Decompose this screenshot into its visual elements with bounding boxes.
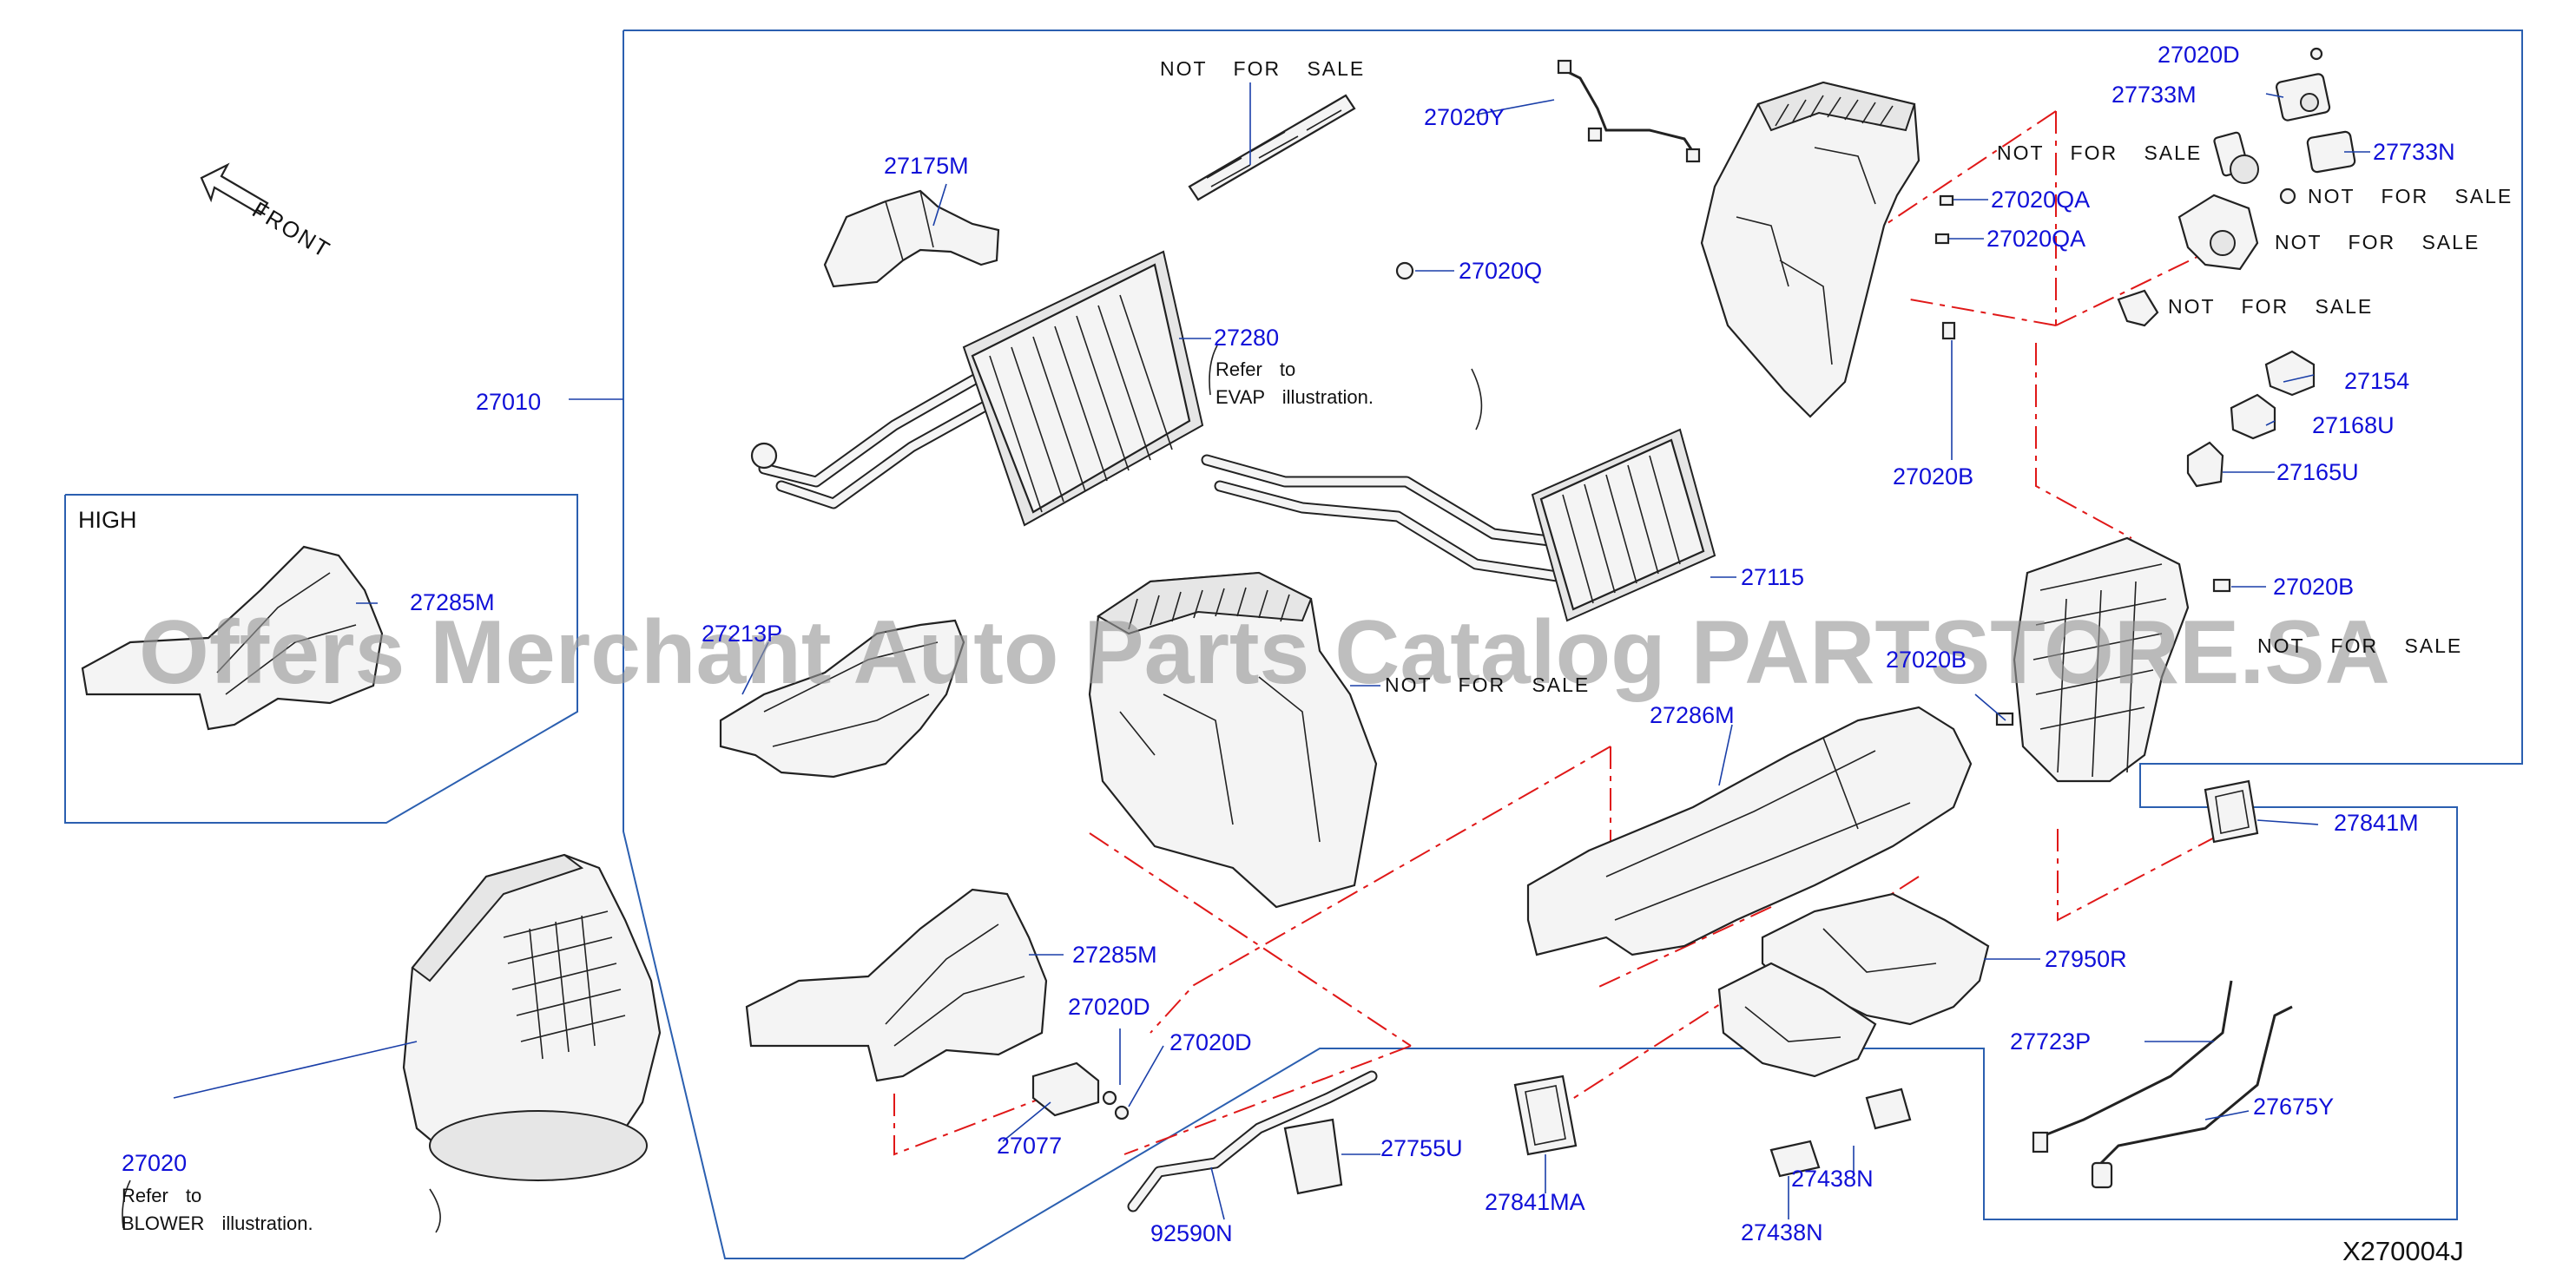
callout-27213p[interactable]: 27213P <box>702 621 783 647</box>
callout-27020qa-1[interactable]: 27020QA <box>1991 187 2091 213</box>
duct-27286m <box>1526 706 1973 956</box>
clip-27020b-2 <box>2212 578 2231 593</box>
evap-arc <box>1471 368 1483 430</box>
not-for-sale-label-clip: NOT FOR SALE <box>2308 185 2513 207</box>
link-not-for-sale-3 <box>2117 289 2159 327</box>
callout-27841m[interactable]: 27841M <box>2334 810 2419 836</box>
sensor-wire-27675y <box>2091 1005 2293 1189</box>
callout-27020d-2[interactable]: 27020D <box>1169 1029 1252 1055</box>
duct-27950r <box>1717 892 1990 1078</box>
grille-top <box>1188 94 1356 201</box>
clip-27020q <box>1395 261 1414 280</box>
clip-not-for-sale <box>2279 187 2296 205</box>
callout-27723p[interactable]: 27723P <box>2010 1028 2092 1055</box>
callout-27168u[interactable]: 27168U <box>2312 412 2395 438</box>
evap-note-bracket <box>1209 345 1218 396</box>
callout-27841ma[interactable]: 27841MA <box>1485 1189 1585 1215</box>
actuator-27733n <box>2306 130 2356 174</box>
sensor-wire-27723p <box>2032 980 2233 1153</box>
callout-27165u[interactable]: 27165U <box>2276 459 2359 485</box>
grille-27841m <box>2204 779 2259 844</box>
callout-27286m[interactable]: 27286M <box>1650 702 1735 728</box>
blower-unit-27020 <box>402 853 662 1182</box>
callout-27755u[interactable]: 27755U <box>1380 1135 1463 1161</box>
callout-27020d-1[interactable]: 27020D <box>1068 994 1150 1020</box>
blower-note-line-1: Refer to <box>122 1185 202 1206</box>
callout-27077[interactable]: 27077 <box>997 1133 1063 1159</box>
duct-27285m-high <box>81 545 384 731</box>
evap-note-line-2: EVAP illustration. <box>1216 385 1374 408</box>
link-not-for-sale-2 <box>2177 194 2259 271</box>
callout-27285m[interactable]: 27285M <box>1072 942 1157 968</box>
heater-core-27115 <box>1201 428 1716 622</box>
screw-27020d-top <box>2309 47 2323 61</box>
heater-unit-right <box>2013 536 2190 783</box>
callout-27175m[interactable]: 27175M <box>884 153 969 179</box>
front-arrow-icon <box>200 162 269 216</box>
clip-27438n-1 <box>1865 1088 1912 1130</box>
callout-27020qa-2[interactable]: 27020QA <box>1986 226 2086 252</box>
not-for-sale-label-grille: NOT FOR SALE <box>1160 57 1366 80</box>
actuator-27733m <box>2275 73 2331 122</box>
duct-27175m <box>823 189 1000 288</box>
high-inset-frame <box>64 494 578 824</box>
evap-note: Refer to EVAP illustration. <box>1216 356 1374 411</box>
callout-27733m[interactable]: 27733M <box>2112 82 2197 108</box>
callout-27020y[interactable]: 27020Y <box>1424 104 1505 130</box>
not-for-sale-label-link-small: NOT FOR SALE <box>2168 295 2374 318</box>
blower-note-bracket <box>122 1180 131 1229</box>
blower-arc <box>429 1188 441 1233</box>
screw-27020d-1 <box>1102 1090 1117 1106</box>
leader-lines <box>173 82 2370 1220</box>
clip-27020qa-2 <box>1934 233 1950 245</box>
not-for-sale-label-right: NOT FOR SALE <box>2257 634 2463 657</box>
callout-27154[interactable]: 27154 <box>2344 368 2410 394</box>
callout-27115[interactable]: 27115 <box>1741 564 1805 590</box>
blower-note-line-2: BLOWER illustration. <box>122 1212 313 1234</box>
duct-27285m <box>745 888 1048 1082</box>
blower-note: Refer to BLOWER illustration. <box>122 1182 313 1238</box>
diagram-code: X270004J <box>2342 1236 2464 1266</box>
motor-27168u <box>2230 393 2276 440</box>
not-for-sale-label-center: NOT FOR SALE <box>1385 674 1591 696</box>
not-for-sale-label-lever: NOT FOR SALE <box>1997 141 2203 164</box>
callout-27675y[interactable]: 27675Y <box>2253 1094 2335 1120</box>
callout-27285m-high[interactable]: 27285M <box>410 589 495 615</box>
callout-27020b-2[interactable]: 27020B <box>2273 574 2355 600</box>
callout-92590n[interactable]: 92590N <box>1150 1220 1233 1246</box>
motor-27165u <box>2186 441 2224 488</box>
screw-27020d-2 <box>1114 1105 1130 1120</box>
callout-27950r[interactable]: 27950R <box>2045 946 2127 972</box>
clip-27020qa-1 <box>1939 194 1954 207</box>
callout-27020b-1[interactable]: 27020B <box>1893 463 1974 490</box>
evap-note-line-1: Refer to <box>1216 358 1296 380</box>
callout-27020b-3[interactable]: 27020B <box>1886 647 1967 673</box>
module-27077 <box>1031 1061 1100 1117</box>
callout-27020q[interactable]: 27020Q <box>1459 258 1543 284</box>
not-for-sale-label-link: NOT FOR SALE <box>2275 231 2480 253</box>
heater-unit-upper <box>1700 81 1920 418</box>
assembly-frame <box>623 30 2523 1259</box>
callout-27020d-top[interactable]: 27020D <box>2158 42 2240 68</box>
callout-27438n-1[interactable]: 27438N <box>1791 1166 1874 1192</box>
motor-27154 <box>2264 350 2316 397</box>
inset-title: HIGH <box>78 507 137 533</box>
clip-27438n-2 <box>1769 1140 1821 1178</box>
callout-27280[interactable]: 27280 <box>1214 325 1280 351</box>
callout-27438n-2[interactable]: 27438N <box>1741 1219 1823 1245</box>
clip-27020b-1 <box>1941 321 1956 340</box>
evaporator-27280 <box>750 250 1204 527</box>
foam-27755u <box>1283 1118 1343 1195</box>
grille-27841ma <box>1513 1074 1578 1156</box>
duct-27213p <box>719 619 965 779</box>
callout-27010[interactable]: 27010 <box>476 389 542 415</box>
hose-92590n <box>1127 1070 1378 1212</box>
lever-not-for-sale-1 <box>2213 131 2259 184</box>
harness-27020y <box>1557 59 1701 163</box>
heater-unit-center <box>1088 571 1378 909</box>
callout-27020[interactable]: 27020 <box>122 1150 188 1176</box>
callout-27733n[interactable]: 27733N <box>2373 139 2455 165</box>
